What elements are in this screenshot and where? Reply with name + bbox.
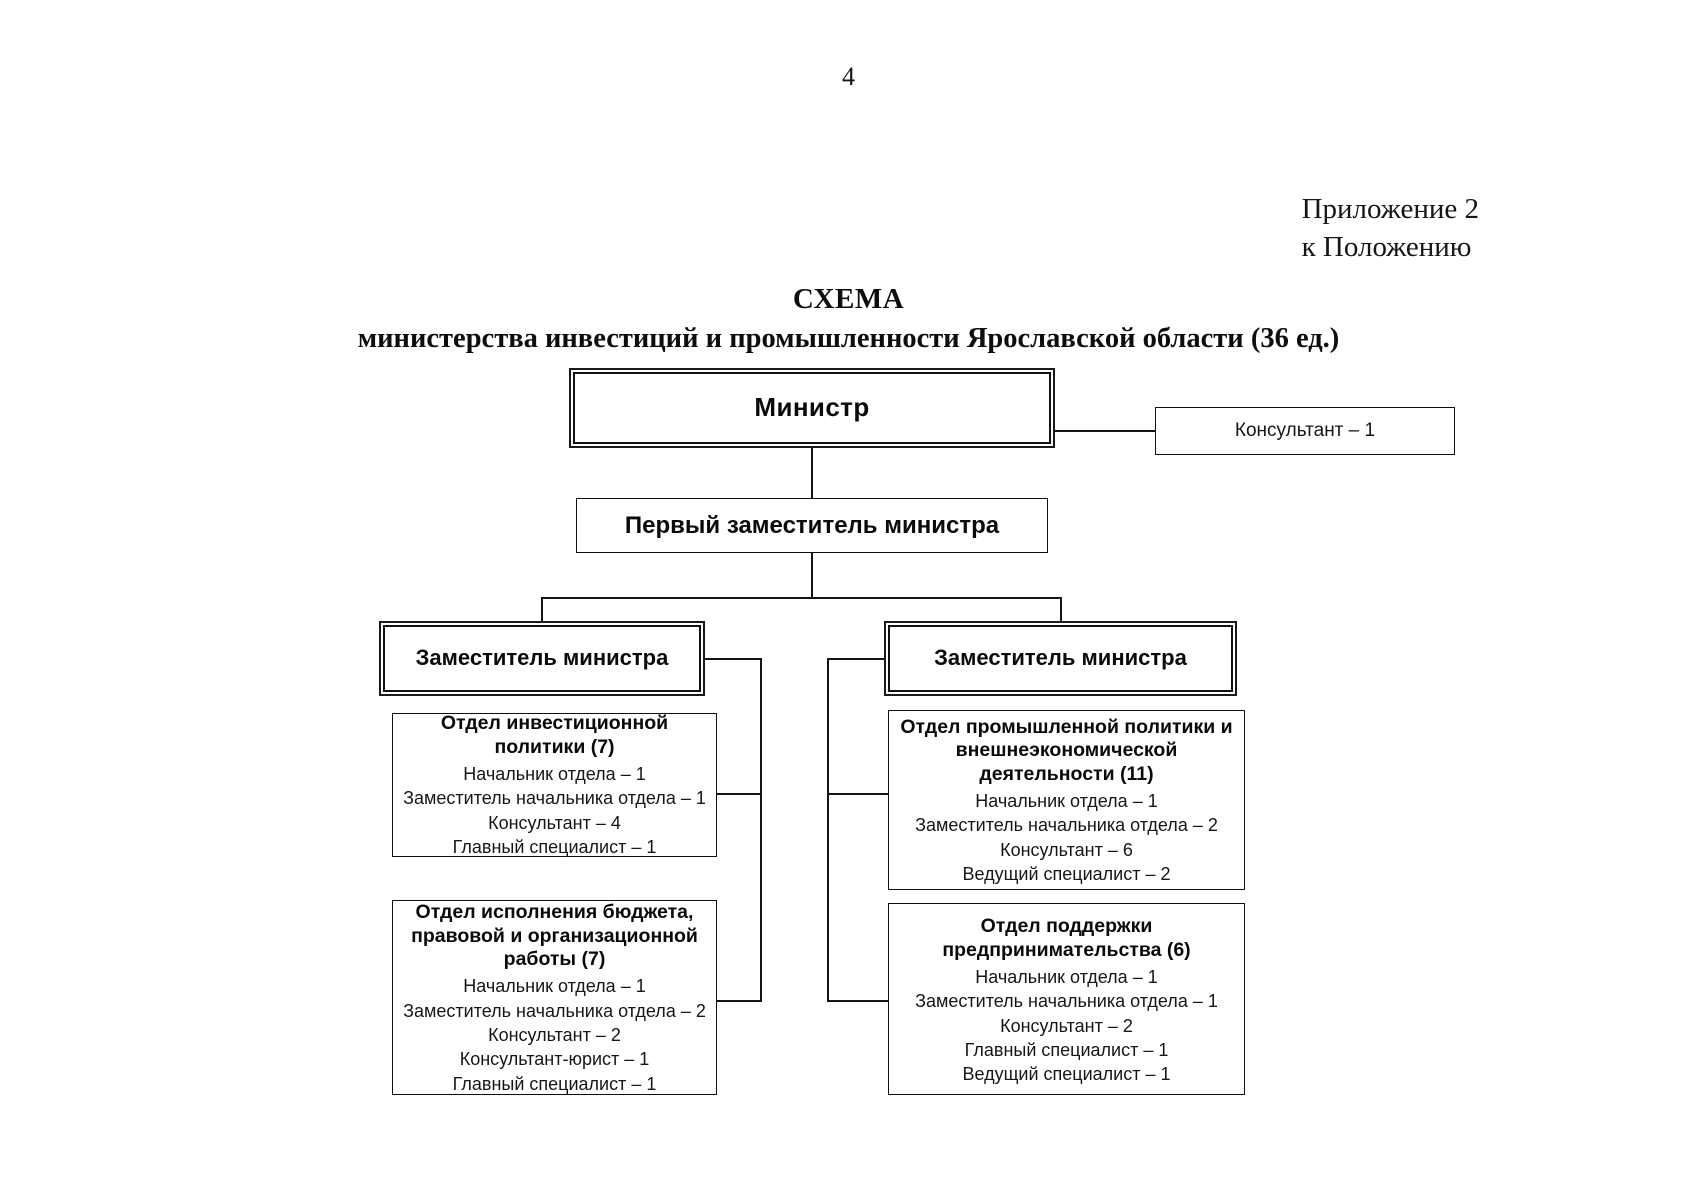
org-node-consultant-line: Консультант – 1 [1234,419,1376,441]
appendix-line-1: Приложение 2 [1301,193,1479,225]
dept-investment-staff-2: Заместитель начальника отдела – 1 [403,788,706,809]
dept-budget-staff-2: Заместитель начальника отдела – 2 [403,1000,706,1021]
connector-bus-deputy-left [541,597,543,625]
connector-left-dept-bus [760,658,762,1002]
dept-entrepreneurship-staff-4: Главный специалист – 1 [964,1039,1169,1060]
dept-investment-title-2: политики (7) [494,736,615,759]
dept-budget-staff-3: Консультант – 2 [488,1024,621,1045]
connector-left-bus-budget [717,1000,762,1002]
dept-budget-title-2: правовой и организационной [411,924,698,947]
org-node-first-deputy-minister[interactable]: Первый заместитель министра [576,498,1048,553]
org-node-minister[interactable]: Министр [573,372,1051,444]
dept-industry-staff-1: Начальник отдела – 1 [975,790,1158,811]
dept-entrepreneurship-staff-5: Ведущий специалист – 1 [962,1064,1171,1085]
dept-industry-staff-3: Консультант – 6 [1000,839,1133,860]
connector-deputy-left-stub [701,658,762,660]
dept-budget-staff-1: Начальник отдела – 1 [463,976,646,997]
dept-entrepreneurship-staff-1: Начальник отдела – 1 [975,966,1158,987]
dept-industry-staff-4: Ведущий специалист – 2 [962,864,1171,885]
connector-right-dept-bus [827,658,829,1002]
page-number: 4 [842,62,855,91]
appendix-line-2: к Положению [1301,231,1472,264]
org-node-consultant[interactable]: Консультант – 1 [1155,407,1455,455]
connector-deputy-bus [541,597,1062,599]
dept-investment-staff-4: Главный специалист – 1 [452,837,657,858]
dept-investment-staff-1: Начальник отдела – 1 [463,764,646,784]
connector-right-bus-entrepreneurship [827,1000,888,1002]
org-node-department-industrial-policy[interactable]: Отдел промышленной политики и внешнеэкон… [888,710,1245,890]
dept-entrepreneurship-title-1: Отдел поддержки [980,915,1153,938]
connector-left-bus-investment [717,793,762,795]
dept-entrepreneurship-title-2: предпринимательства (6) [942,939,1191,962]
dept-entrepreneurship-staff-3: Консультант – 2 [1000,1015,1133,1036]
dept-budget-title-1: Отдел исполнения бюджета, [415,900,694,923]
connector-minister-consultant [1051,430,1155,432]
dept-investment-staff-3: Консультант – 4 [488,812,621,833]
org-node-deputy-right-title: Заместитель министра [934,645,1187,671]
org-node-department-investment-policy[interactable]: Отдел инвестиционной политики (7) Началь… [392,712,717,858]
org-node-deputy-left-title: Заместитель министра [415,645,669,671]
org-node-department-budget-legal-organizational[interactable]: Отдел исполнения бюджета, правовой и орг… [392,900,717,1095]
org-node-department-entrepreneurship-support[interactable]: Отдел поддержки предпринимательства (6) … [888,903,1245,1095]
dept-industry-title-3: деятельности (11) [979,763,1154,786]
dept-investment-title-1: Отдел инвестиционной [440,712,669,735]
dept-budget-staff-5: Главный специалист – 1 [452,1073,657,1094]
appendix-reference: Приложение 2 к Положению [1302,190,1479,267]
connector-first-deputy-stub [811,553,813,598]
dept-entrepreneurship-staff-2: Заместитель начальника отдела – 1 [915,991,1218,1012]
dept-industry-staff-2: Заместитель начальника отдела – 2 [915,815,1218,836]
connector-right-bus-industry [827,793,888,795]
connector-bus-deputy-right [1060,597,1062,625]
dept-budget-title-3: работы (7) [503,948,606,971]
connector-minister-first-deputy [811,444,813,498]
dept-budget-staff-4: Консультант-юрист – 1 [459,1049,650,1070]
dept-industry-title-1: Отдел промышленной политики и [900,715,1233,738]
page-title: СХЕМА [792,283,905,315]
connector-deputy-right-stub [827,658,888,660]
org-node-deputy-minister-right[interactable]: Заместитель министра [888,625,1233,692]
org-node-minister-title: Министр [754,392,870,423]
org-node-first-deputy-title: Первый заместитель министра [624,511,1000,539]
page-subtitle: министерства инвестиций и промышленности… [357,323,1340,354]
org-node-deputy-minister-left[interactable]: Заместитель министра [383,625,701,692]
dept-industry-title-2: внешнеэкономической [955,739,1178,762]
